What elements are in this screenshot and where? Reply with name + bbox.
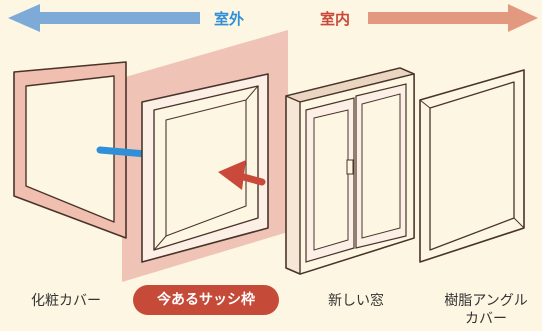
part-label-existing-sash-frame: 今あるサッシ枠 — [133, 285, 279, 315]
new-window — [285, 67, 415, 275]
part-label-new-window: 新しい窓 — [328, 293, 384, 309]
part-label-resin-angle-cover-line2: カバー — [465, 311, 507, 327]
existing-sash-frame — [141, 73, 269, 263]
part-label-decorative-cover: 化粧カバー — [31, 293, 101, 309]
indoor-arrow-icon — [368, 4, 538, 32]
outdoor-arrow-icon — [8, 4, 200, 32]
resin-angle-cover — [419, 69, 525, 263]
outdoor-label: 室外 — [214, 10, 245, 28]
part-label-resin-angle-cover: 樹脂アングル — [444, 293, 528, 309]
decorative-cover — [13, 61, 127, 239]
indoor-label: 室内 — [320, 10, 351, 28]
insert-arrow-red-icon — [218, 160, 266, 190]
